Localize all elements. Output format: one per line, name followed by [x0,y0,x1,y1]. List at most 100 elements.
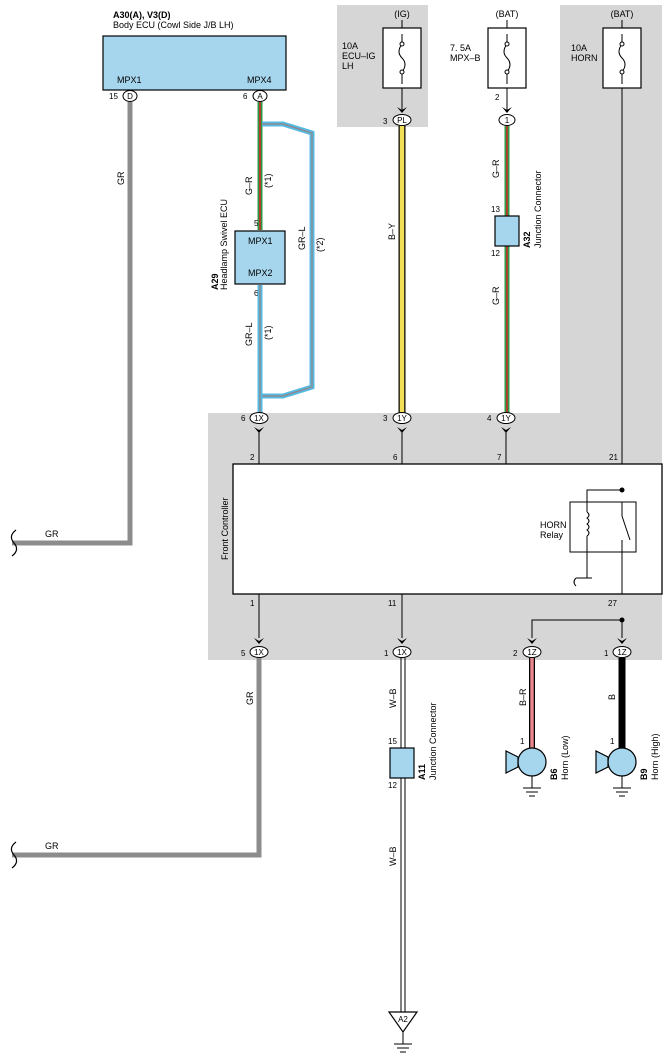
c1z-a-conn: 1Z [527,648,536,657]
wire-gr-lower: GR GR [10,658,262,869]
wire-label-gr-lower: GR [245,691,255,705]
a11-pin-bottom: 12 [388,781,397,790]
body-ecu-conn-left: D [127,92,133,101]
fc-pin-top-21: 21 [609,453,618,462]
body-ecu-pin-right: 6 [243,92,248,101]
wire-grl-bypass: GR–L (*2) [262,121,325,399]
fuse-horn-name: HORN [571,53,598,63]
fuse-ecu-ig-rating: 10A [342,41,358,51]
front-controller-name: Front Controller [220,497,230,560]
c1z-b-conn: 1Z [617,648,626,657]
wire-label-grl-bypass: GR–L [297,226,307,250]
horn-high-code: B9 [639,768,649,780]
a32-pin-bottom: 12 [491,249,500,258]
fuse-horn: (BAT) 10A HORN [571,9,642,464]
connector-1x-bot-a: 5 1X [241,594,269,658]
horn-low-code: B6 [549,768,559,780]
horn-low-name: Horn (Low) [560,735,570,780]
wire-label-by: B–Y [387,223,397,240]
wire-wb: W–B W–B [388,658,406,1018]
horn-low-pin: 1 [520,737,525,746]
swivel-name: Headlamp Swivel ECU [219,199,229,290]
fc-pin-top-6: 6 [393,453,398,462]
c1y-b-conn: 1Y [501,414,511,423]
wire-gr-a32: G–R G–R [491,126,510,413]
connector-1z-a: 2 1Z [513,638,542,658]
wire-label-gr-a32-top: G–R [491,159,501,178]
body-ecu-code: A30(A), V3(D) [113,10,171,20]
body-ecu-pin-left: 15 [109,92,118,101]
fuse-ecu-ig-name: ECU–IG [342,51,376,61]
fc-pin-top-2: 2 [250,453,255,462]
horn-low: 1 B6 Horn (Low) [505,735,570,797]
swivel-port-mpx1: MPX1 [248,236,273,246]
junction-a32: 13 12 A32 Junction Connector [491,170,543,258]
fuse-ecu-ig-conn: PL [397,116,407,125]
swivel-pin-top: 5 [254,219,259,228]
horn-split [531,617,625,638]
fuse-mpx-b: (BAT) 7. 5A MPX–B 2 1 [450,9,527,126]
fc-pin-bottom-11: 11 [388,599,397,608]
connector-1x-top: 6 1X 2 [241,412,269,464]
horn-relay: HORN Relay [540,487,637,594]
connector-1y-a: 3 1Y 6 [383,412,412,464]
junction-a11: 15 12 A11 Junction Connector [388,702,438,790]
c1x-bot-b-conn: 1X [397,648,407,657]
fuse-mpx-b-rating: 7. 5A [450,43,471,53]
horn-high-name: Horn (High) [650,733,660,780]
c1x-top-pin: 6 [241,414,246,423]
wire-label-gr-swivel-top-note: (*1) [263,173,273,188]
c1y-a-pin: 3 [383,414,388,423]
fuse-horn-source: (BAT) [611,9,634,19]
body-ecu-port-mpx1: MPX1 [117,75,142,85]
swivel-pin-bottom: 6 [254,289,259,298]
connector-1x-bot-b: 1 1X [384,594,412,658]
wire-label-b: B [607,694,617,700]
horn-high: 1 B9 Horn (High) [595,733,660,797]
a32-code: A32 [522,231,532,248]
front-controller: Front Controller HORN Relay 1 11 27 [220,463,663,608]
wire-label-gr-left2: GR [45,841,59,851]
c1z-b-pin: 1 [604,649,609,658]
wire-b: B [607,658,626,748]
body-ecu: A30(A), V3(D) Body ECU (Cowl Side J/B LH… [102,10,287,102]
wire-label-gr-body: GR [116,171,126,185]
wire-label-gr-left1: GR [45,529,59,539]
fc-pin-bottom-1: 1 [250,599,255,608]
body-ecu-port-mpx4: MPX4 [247,75,272,85]
fuse-mpx-b-source: (BAT) [496,9,519,19]
fuse-ecu-ig-name2: LH [342,61,354,71]
fc-pin-top-7: 7 [497,453,502,462]
horn-relay-label2: Relay [540,530,564,540]
wire-gr-swivel-top: G–R (*1) [244,102,273,230]
body-ecu-name: Body ECU (Cowl Side J/B LH) [113,20,234,30]
wire-label-gr-a32-bottom: G–R [491,286,501,305]
body-ecu-conn-right: A [257,92,263,101]
wire-gr-body: GR GR [10,102,133,557]
fuse-horn-rating: 10A [571,43,587,53]
wire-label-wb-bottom: W–B [388,846,398,866]
wire-by: B–Y [387,126,406,413]
c1x-top-conn: 1X [254,414,264,423]
fc-pin-bottom-27: 27 [608,599,617,608]
ground-a2-label: A2 [398,1015,408,1024]
horn-relay-label1: HORN [540,520,567,530]
swivel-port-mpx2: MPX2 [248,268,273,278]
wire-label-grl-bypass-note: (*2) [315,237,325,252]
fuse-ecu-ig-source: (IG) [394,9,410,19]
ground-a2: A2 [387,1011,419,1053]
a11-name: Junction Connector [428,702,438,780]
connector-1z-b: 1 1Z [604,638,632,658]
c1y-b-pin: 4 [487,414,492,423]
c1z-a-pin: 2 [513,649,518,658]
swivel-code: A29 [210,273,220,290]
wire-label-grl-swivel-bottom-note: (*1) [263,325,273,340]
a32-name: Junction Connector [533,170,543,248]
wire-label-grl-swivel-bottom: GR–L [244,322,254,346]
fuse-ecu-ig-pin: 3 [383,117,388,126]
fuse-mpx-b-name: MPX–B [450,53,481,63]
a11-pin-top: 15 [388,737,397,746]
headlamp-swivel-ecu: 5 MPX1 MPX2 6 A29 Headlamp Swivel ECU [210,199,286,298]
wire-label-wb-top: W–B [388,688,398,708]
a11-code: A11 [417,764,427,780]
